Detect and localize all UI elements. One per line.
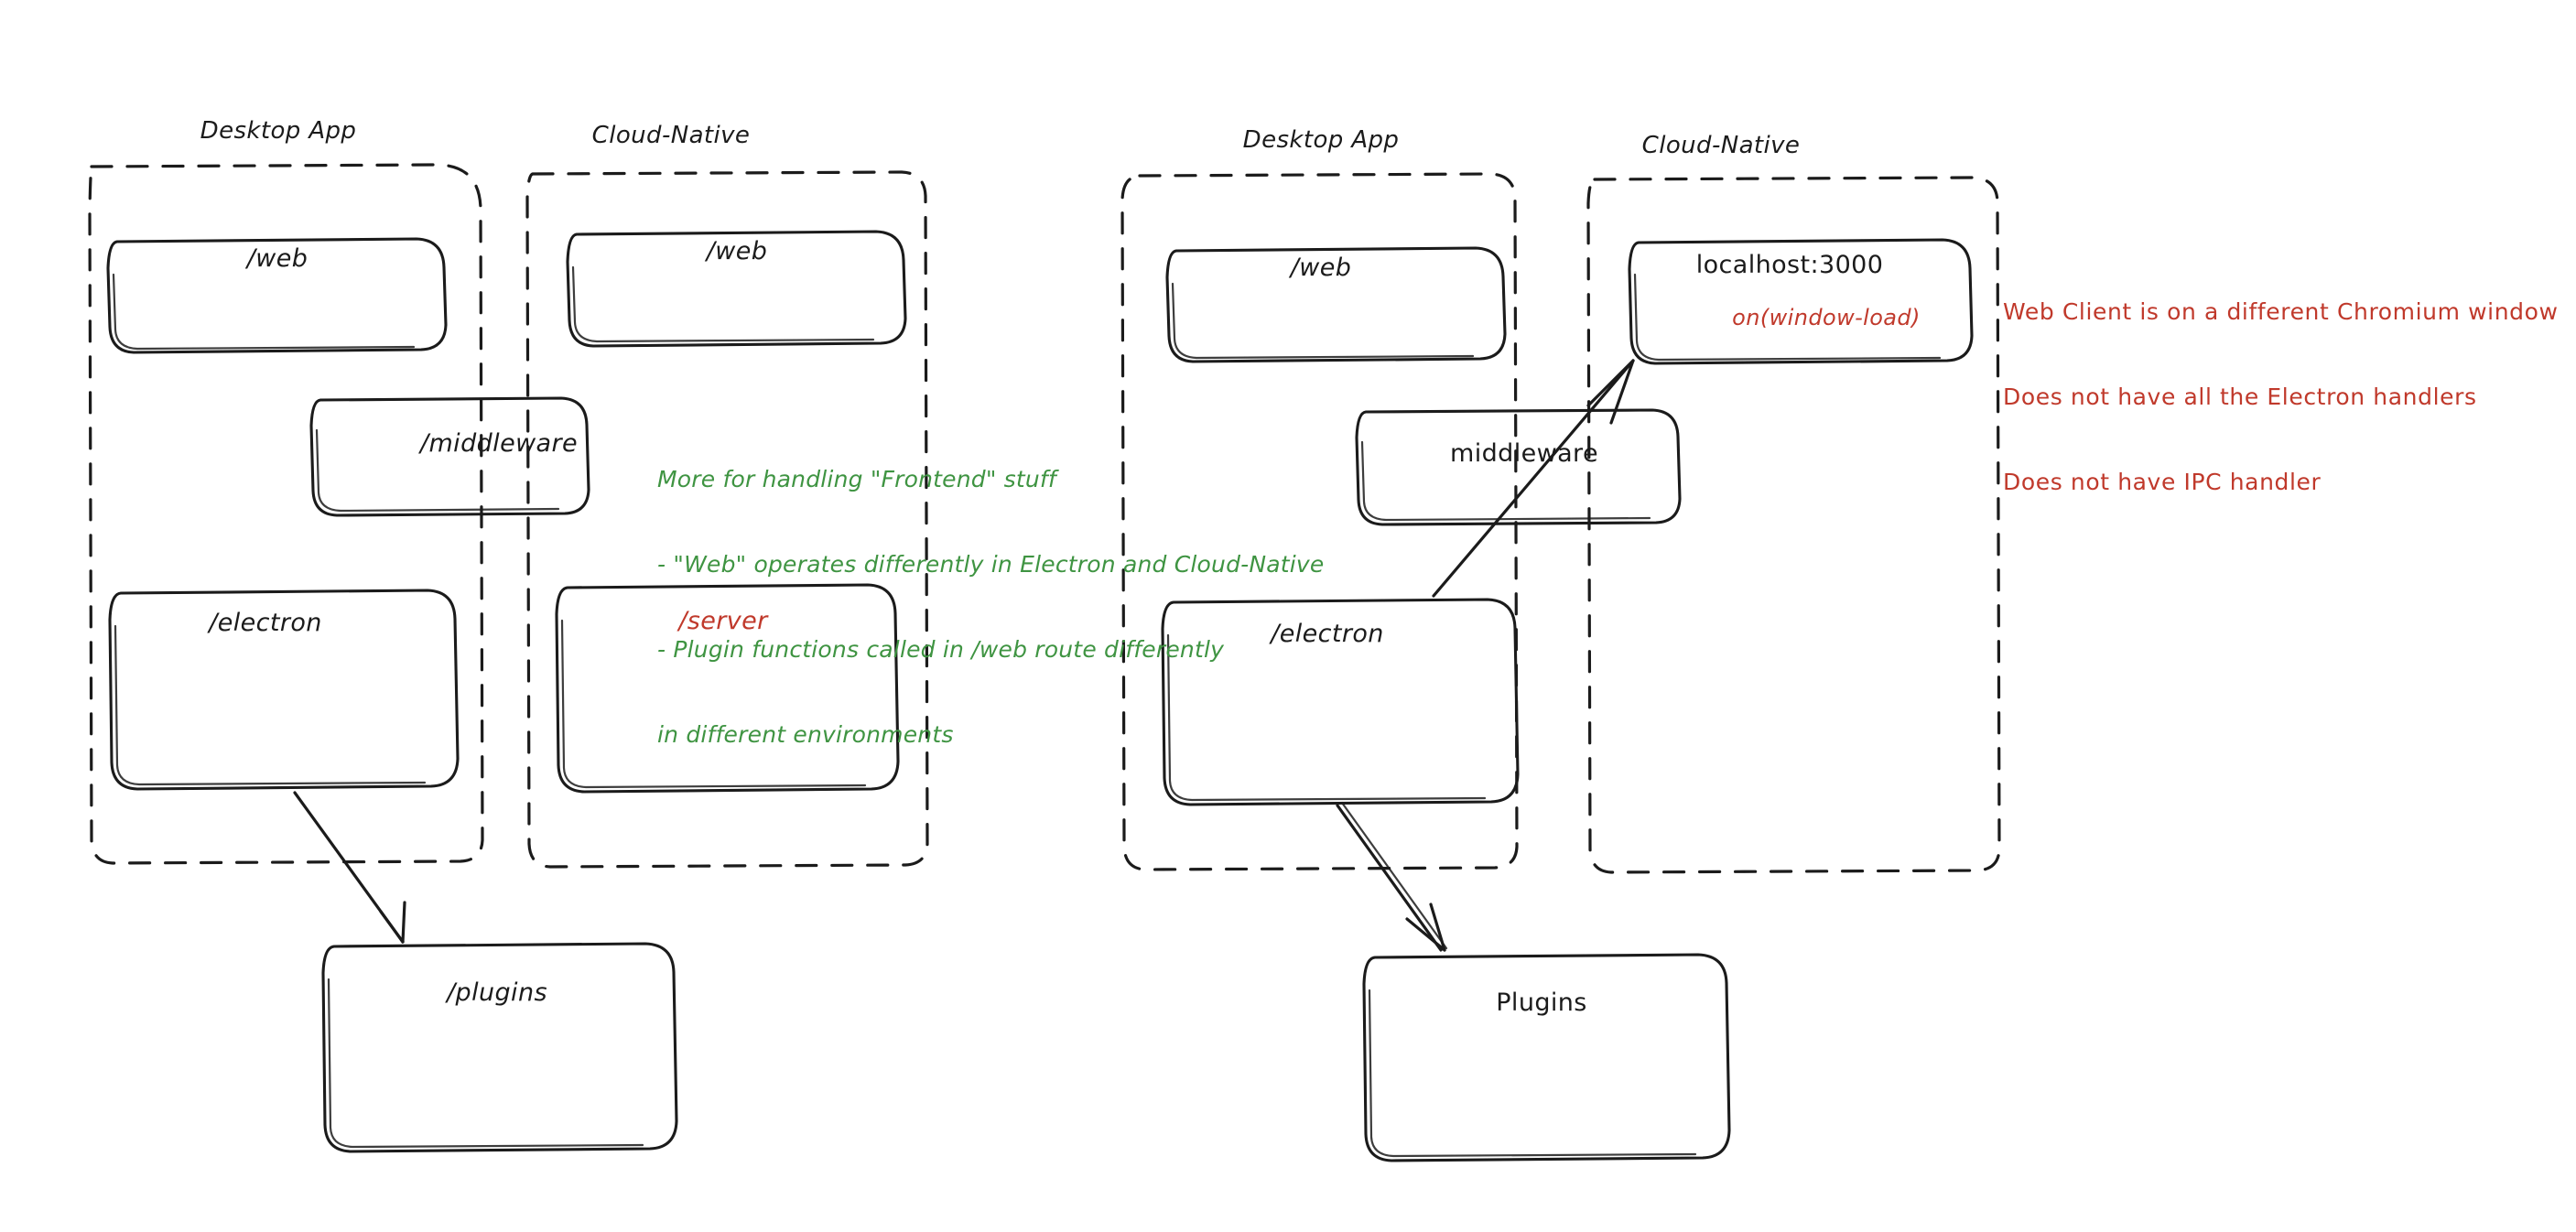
left-cloud-native-title: Cloud-Native bbox=[591, 122, 751, 149]
frontend-note-line-4: in different environments bbox=[657, 721, 954, 748]
left-plugins-box[interactable] bbox=[321, 942, 678, 1153]
web-client-note-line-2: Does not have all the Electron handlers bbox=[2003, 384, 2477, 410]
frontend-note-line-2: - "Web" operates differently in Electron… bbox=[657, 551, 1325, 578]
right-electron-to-localhost-arrow bbox=[1432, 359, 1635, 598]
right-desktop-web-box[interactable] bbox=[1165, 246, 1507, 363]
left-cloud-web-label: /web bbox=[706, 237, 768, 265]
right-electron-to-plugins-arrow bbox=[1336, 801, 1448, 952]
right-middleware-label: middleware bbox=[1450, 439, 1598, 468]
right-electron-label: /electron bbox=[1271, 620, 1384, 648]
left-desktop-web-box[interactable] bbox=[106, 237, 448, 354]
right-desktop-app-title: Desktop App bbox=[1242, 126, 1400, 154]
web-client-note-line-3: Does not have IPC handler bbox=[2003, 469, 2322, 495]
left-electron-to-plugins-arrow bbox=[293, 791, 406, 944]
frontend-note-line-1: More for handling "Frontend" stuff bbox=[657, 466, 1056, 492]
right-cloud-native-container bbox=[1586, 176, 2001, 874]
right-plugins-box[interactable] bbox=[1362, 953, 1731, 1162]
right-desktop-web-label: /web bbox=[1290, 254, 1352, 282]
left-electron-label: /electron bbox=[209, 609, 322, 637]
right-localhost-sublabel: on(window-load) bbox=[1732, 305, 1921, 330]
left-desktop-app-container bbox=[88, 163, 484, 865]
right-cloud-native-title: Cloud-Native bbox=[1641, 132, 1801, 159]
right-plugins-label: Plugins bbox=[1496, 989, 1587, 1017]
right-desktop-app-container bbox=[1120, 172, 1519, 871]
left-desktop-app-title: Desktop App bbox=[200, 117, 357, 145]
left-server-box[interactable] bbox=[555, 583, 900, 794]
left-desktop-web-label: /web bbox=[246, 244, 308, 273]
left-cloud-web-box[interactable] bbox=[566, 230, 907, 348]
right-localhost-label: localhost:3000 bbox=[1695, 251, 1884, 279]
right-electron-box[interactable] bbox=[1161, 598, 1520, 806]
right-middleware-box[interactable] bbox=[1355, 408, 1682, 526]
right-localhost-box[interactable] bbox=[1628, 238, 1974, 365]
frontend-note-line-3: - Plugin functions called in /web route … bbox=[657, 636, 1225, 663]
left-cloud-native-container bbox=[525, 170, 929, 869]
left-middleware-label: /middleware bbox=[419, 429, 579, 458]
web-client-note: Web Client is on a different Chromium wi… bbox=[2003, 241, 2559, 524]
frontend-note: More for handling "Frontend" stuff - "We… bbox=[657, 408, 1325, 777]
left-plugins-label: /plugins bbox=[447, 978, 547, 1007]
left-middleware-box[interactable] bbox=[309, 396, 590, 517]
left-electron-box[interactable] bbox=[108, 589, 460, 791]
left-server-label: /server bbox=[678, 607, 768, 635]
web-client-note-line-1: Web Client is on a different Chromium wi… bbox=[2003, 298, 2559, 325]
